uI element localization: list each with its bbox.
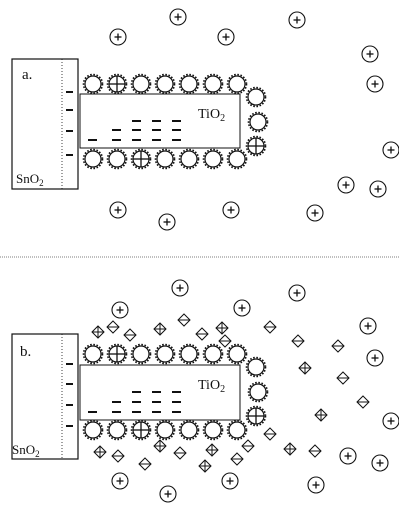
sno2-sub-b: 2: [35, 449, 40, 459]
panel-a: a. SnO2 TiO2: [12, 9, 399, 230]
panel-b: b. SnO2 TiO2: [12, 280, 399, 502]
tio2-text-b: TiO: [198, 378, 220, 393]
tio2-sub-b: 2: [220, 384, 225, 395]
panel-label-b: b.: [20, 344, 31, 360]
sno2-sub-a: 2: [39, 178, 44, 188]
tio2-sub-a: 2: [220, 113, 225, 124]
tio2-text-a: TiO: [198, 107, 220, 122]
sno2-text-a: SnO: [16, 171, 39, 186]
panel-label-a: a.: [22, 67, 32, 83]
sno2-text-b: SnO: [12, 442, 35, 457]
